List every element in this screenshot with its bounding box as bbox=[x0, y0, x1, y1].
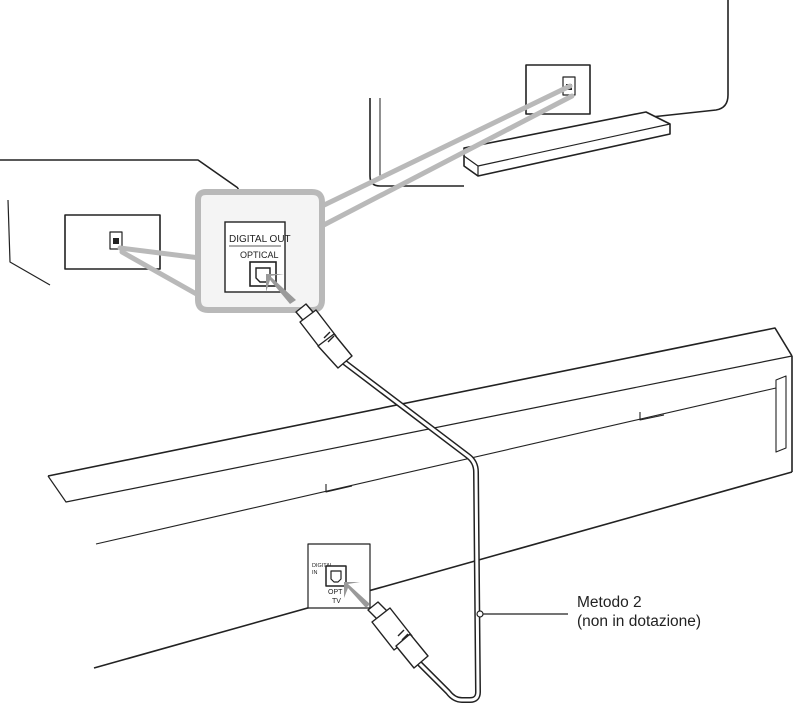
callout-method: Metodo 2 bbox=[577, 594, 642, 611]
tv-stand bbox=[463, 111, 671, 177]
callout-note: (non in dotazione) bbox=[577, 613, 702, 630]
soundbar-optical-socket bbox=[325, 565, 347, 587]
soundbar-top-rear bbox=[47, 355, 793, 503]
device-port-panel bbox=[64, 214, 161, 270]
device-front-edge bbox=[7, 199, 51, 286]
soundbar-bottom bbox=[93, 471, 793, 669]
arrow-to-digital-out bbox=[266, 274, 296, 304]
soundbar-back-line bbox=[95, 387, 777, 545]
zoom-port-title: DIGITAL OUT bbox=[229, 234, 291, 245]
upper-plug bbox=[295, 303, 353, 369]
soundbar-port-title-2: IN bbox=[312, 570, 318, 576]
cable-core bbox=[342, 360, 480, 702]
zoom-panel: DIGITAL OUT OPTICAL bbox=[195, 189, 325, 313]
device-top bbox=[0, 159, 239, 189]
soundbar-port-caption: TV bbox=[332, 598, 341, 605]
cable-callout: Metodo 2 (non in dotazione) bbox=[577, 593, 701, 631]
callout-leader bbox=[476, 610, 568, 618]
soundbar-port-title-1: DIGITAL bbox=[312, 563, 333, 569]
optical-cable bbox=[341, 359, 481, 703]
arrow-to-digital-in bbox=[344, 582, 370, 608]
soundbar: DIGITAL IN OPT TV bbox=[47, 327, 793, 669]
zoom-port-sub: OPTICAL bbox=[240, 250, 279, 260]
soundbar-port-sub: OPT bbox=[328, 589, 343, 596]
soundbar-top bbox=[47, 327, 793, 477]
lower-plug bbox=[367, 601, 429, 669]
tv-frame-right bbox=[641, 0, 729, 119]
insert-arrows bbox=[266, 274, 370, 608]
zoom-leader-lines bbox=[117, 83, 575, 299]
